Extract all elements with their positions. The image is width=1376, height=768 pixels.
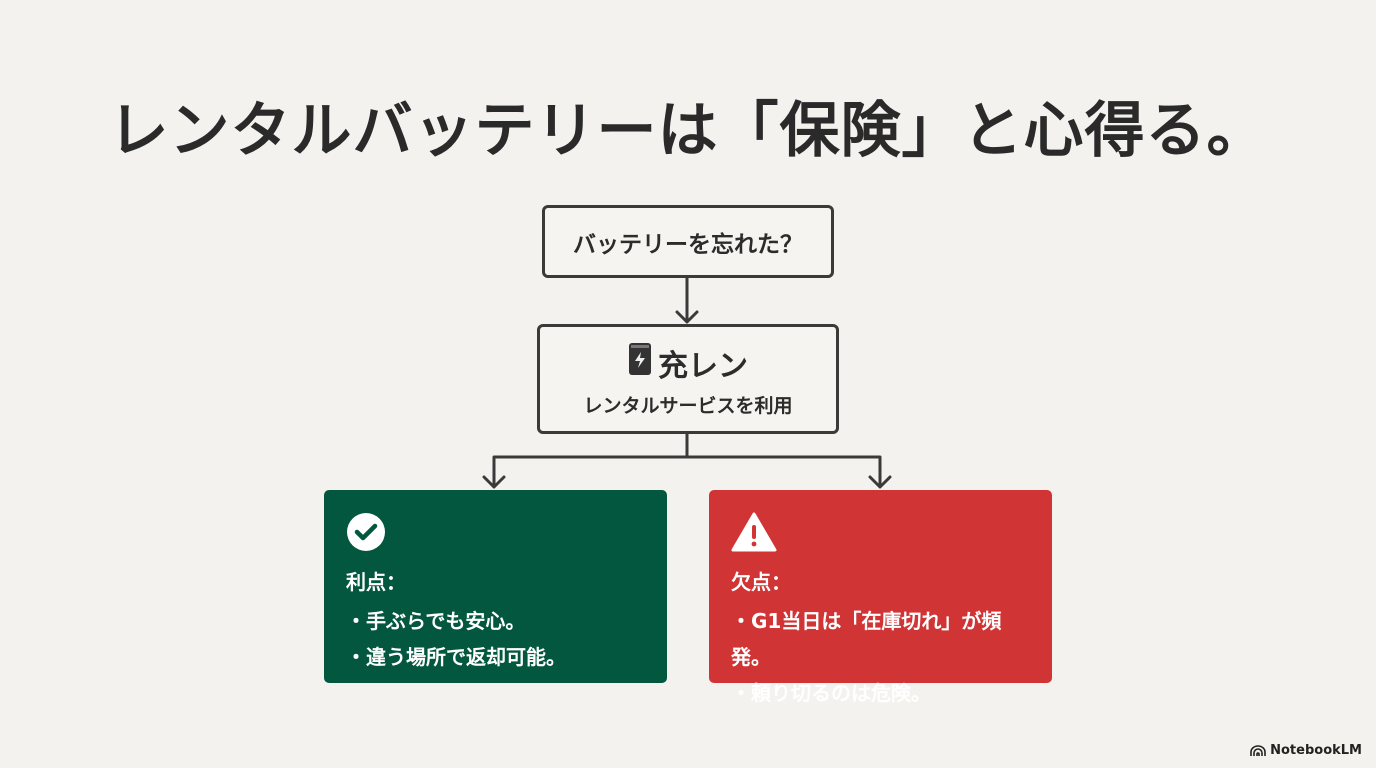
battery-charging-icon (628, 342, 652, 384)
check-circle-icon (346, 512, 645, 552)
question-text: バッテリーを忘れた？ (573, 231, 803, 258)
cons-card: 欠点： ・G1当日は「在庫切れ」が頻発。 ・頼り切るのは危険。 (709, 490, 1052, 705)
service-box: 充レン レンタルサービスを利用 (537, 324, 839, 434)
pros-item: ・違う場所で返却可能。 (346, 645, 566, 669)
service-name: 充レン (658, 348, 748, 384)
pros-item: ・手ぶらでも安心。 (346, 609, 526, 633)
pros-heading: 利点： (346, 570, 406, 594)
arrow-service-to-cons (685, 455, 892, 489)
arrow-service-to-pros (482, 432, 689, 489)
brand-logo: NotebookLM (1250, 743, 1362, 758)
cons-item: ・頼り切るのは危険。 (731, 681, 931, 705)
slide-title: レンタルバッテリーは「保険」と心得る。 (108, 96, 1268, 166)
question-box: バッテリーを忘れた？ (542, 205, 834, 278)
service-description: レンタルサービスを利用 (583, 394, 793, 417)
cons-heading: 欠点： (731, 570, 791, 594)
brand-name: NotebookLM (1270, 743, 1362, 758)
pros-card: 利点： ・手ぶらでも安心。 ・違う場所で返却可能。 (324, 490, 667, 683)
warning-triangle-icon (731, 512, 1030, 552)
arrow-question-to-service (675, 276, 699, 324)
cons-item: ・G1当日は「在庫切れ」が頻発。 (731, 609, 1002, 669)
notebooklm-icon (1250, 744, 1266, 756)
